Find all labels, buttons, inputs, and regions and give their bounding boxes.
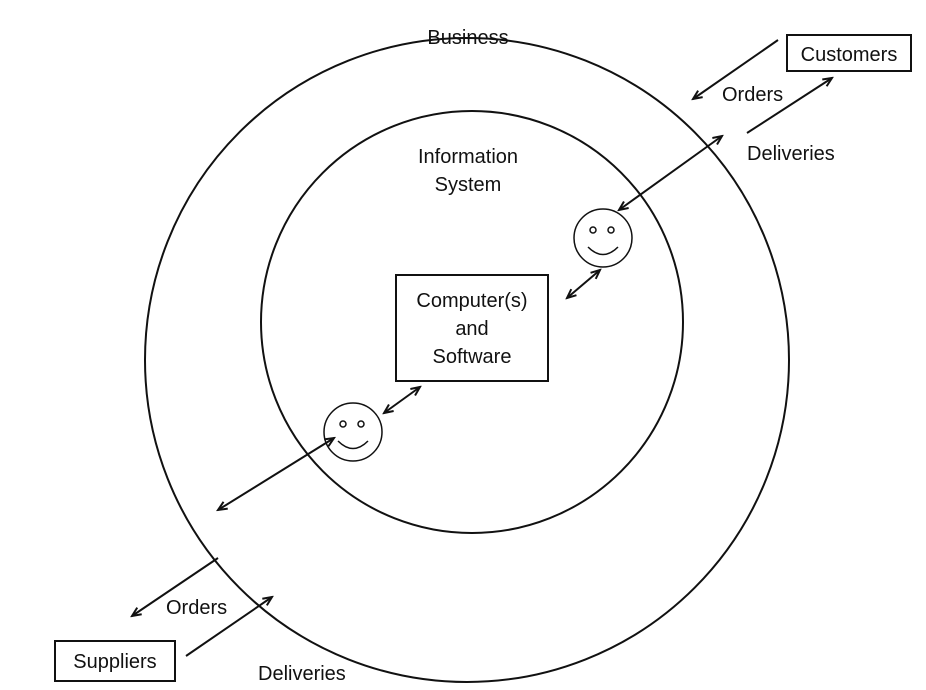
deliveries-label-bottom: Deliveries: [258, 663, 346, 685]
orders-arrow-top: [693, 39, 779, 99]
customer-interface-arrow: [619, 136, 722, 210]
smiley-face-icon: [323, 402, 383, 462]
deliveries-label-top: Deliveries: [747, 143, 835, 165]
suppliers-label: Suppliers: [73, 651, 156, 673]
orders-label-bottom: Orders: [166, 597, 227, 619]
information-system-circle: [260, 110, 684, 534]
deliveries-arrow-bottom: [185, 597, 272, 657]
smiley-face-icon: [573, 208, 633, 268]
user-computer-arrow-bottom: [384, 387, 420, 413]
supplier-interface-arrow: [218, 438, 334, 510]
information-system-label-line1: Information: [418, 146, 518, 168]
user-computer-arrow-top: [567, 270, 600, 298]
customers-label: Customers: [801, 44, 898, 66]
suppliers-box: Suppliers: [54, 640, 176, 682]
business-circle: [144, 37, 790, 683]
business-label: Business: [427, 27, 508, 49]
computer-label-line3: Software: [433, 346, 512, 368]
orders-arrow-bottom: [132, 557, 219, 616]
information-system-label-line2: System: [435, 174, 502, 196]
computer-label-line1: Computer(s): [416, 290, 527, 312]
deliveries-arrow-top: [746, 78, 832, 134]
customers-box: Customers: [786, 34, 912, 72]
computer-software-box: Computer(s) and Software: [395, 274, 549, 382]
orders-label-top: Orders: [722, 84, 783, 106]
computer-label-line2: and: [455, 318, 488, 340]
